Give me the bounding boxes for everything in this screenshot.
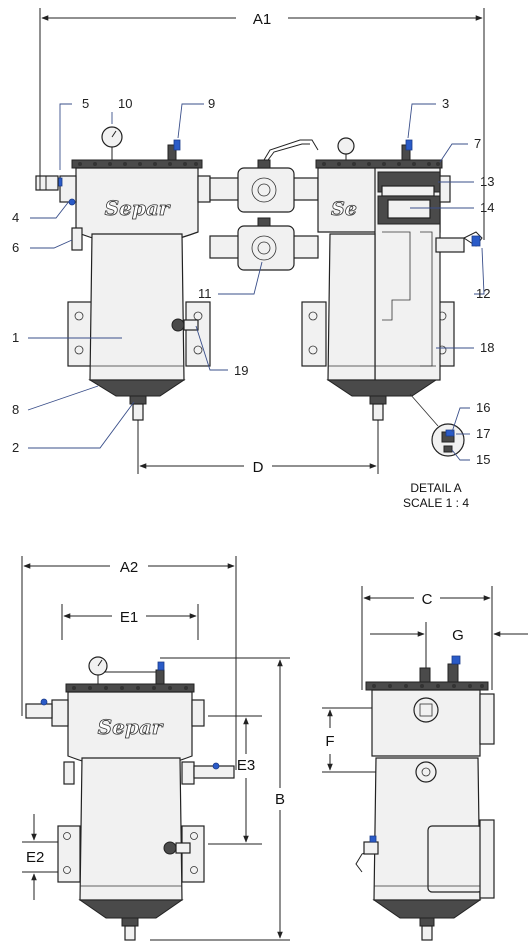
callout-13: 13 — [480, 174, 494, 189]
left-filter: Separ — [35, 126, 211, 421]
right-filter: Se — [301, 137, 483, 421]
label-e3: E3 — [237, 757, 255, 774]
label-d: D — [253, 459, 264, 476]
detail-title: DETAIL A — [410, 481, 461, 495]
dimension-b: B — [150, 657, 290, 941]
callout-2: 2 — [12, 440, 19, 455]
callout-3: 3 — [442, 96, 449, 111]
callout-19: 19 — [234, 363, 248, 378]
label-b: B — [275, 791, 285, 808]
dimension-e1: E1 — [61, 604, 199, 640]
label-f: F — [325, 733, 334, 750]
callout-14: 14 — [480, 200, 494, 215]
callout-8: 8 — [12, 402, 19, 417]
top-view: A1 Separ — [12, 8, 494, 510]
callout-18: 18 — [480, 340, 494, 355]
callouts: 5 10 9 3 7 13 14 4 6 — [12, 96, 494, 467]
label-g: G — [452, 627, 464, 644]
dimension-c: C — [361, 586, 493, 690]
side-view: C G F — [322, 586, 528, 941]
dimension-a1: A1 — [39, 8, 485, 240]
gauge-right — [337, 137, 355, 155]
front-view: A2 E1 B E3 — [21, 556, 290, 941]
detail-a: DETAIL A SCALE 1 : 4 — [403, 393, 469, 510]
callout-10: 10 — [118, 96, 132, 111]
callout-9: 9 — [208, 96, 215, 111]
callout-15: 15 — [476, 452, 490, 467]
callout-17: 17 — [476, 426, 490, 441]
callout-12: 12 — [476, 286, 490, 301]
brand-logo-left: Separ — [105, 196, 171, 220]
callout-7: 7 — [474, 136, 481, 151]
brand-logo-front: Separ — [98, 715, 164, 739]
callout-6: 6 — [12, 240, 19, 255]
callout-11: 11 — [198, 286, 212, 301]
brand-logo-right: Se — [331, 198, 357, 220]
dimension-d: D — [137, 420, 379, 476]
detail-scale: SCALE 1 : 4 — [403, 496, 469, 510]
label-e2: E2 — [26, 849, 44, 866]
callout-16: 16 — [476, 400, 490, 415]
callout-4: 4 — [12, 210, 19, 225]
dimension-e3: E3 — [208, 715, 262, 845]
manifold — [209, 139, 319, 271]
label-e1: E1 — [120, 609, 138, 626]
dimension-a2: A2 — [21, 556, 237, 770]
label-a1: A1 — [253, 11, 271, 28]
callout-1: 1 — [12, 330, 19, 345]
callout-5: 5 — [82, 96, 89, 111]
label-c: C — [422, 591, 433, 608]
dimension-g: G — [370, 622, 528, 686]
label-a2: A2 — [120, 559, 138, 576]
